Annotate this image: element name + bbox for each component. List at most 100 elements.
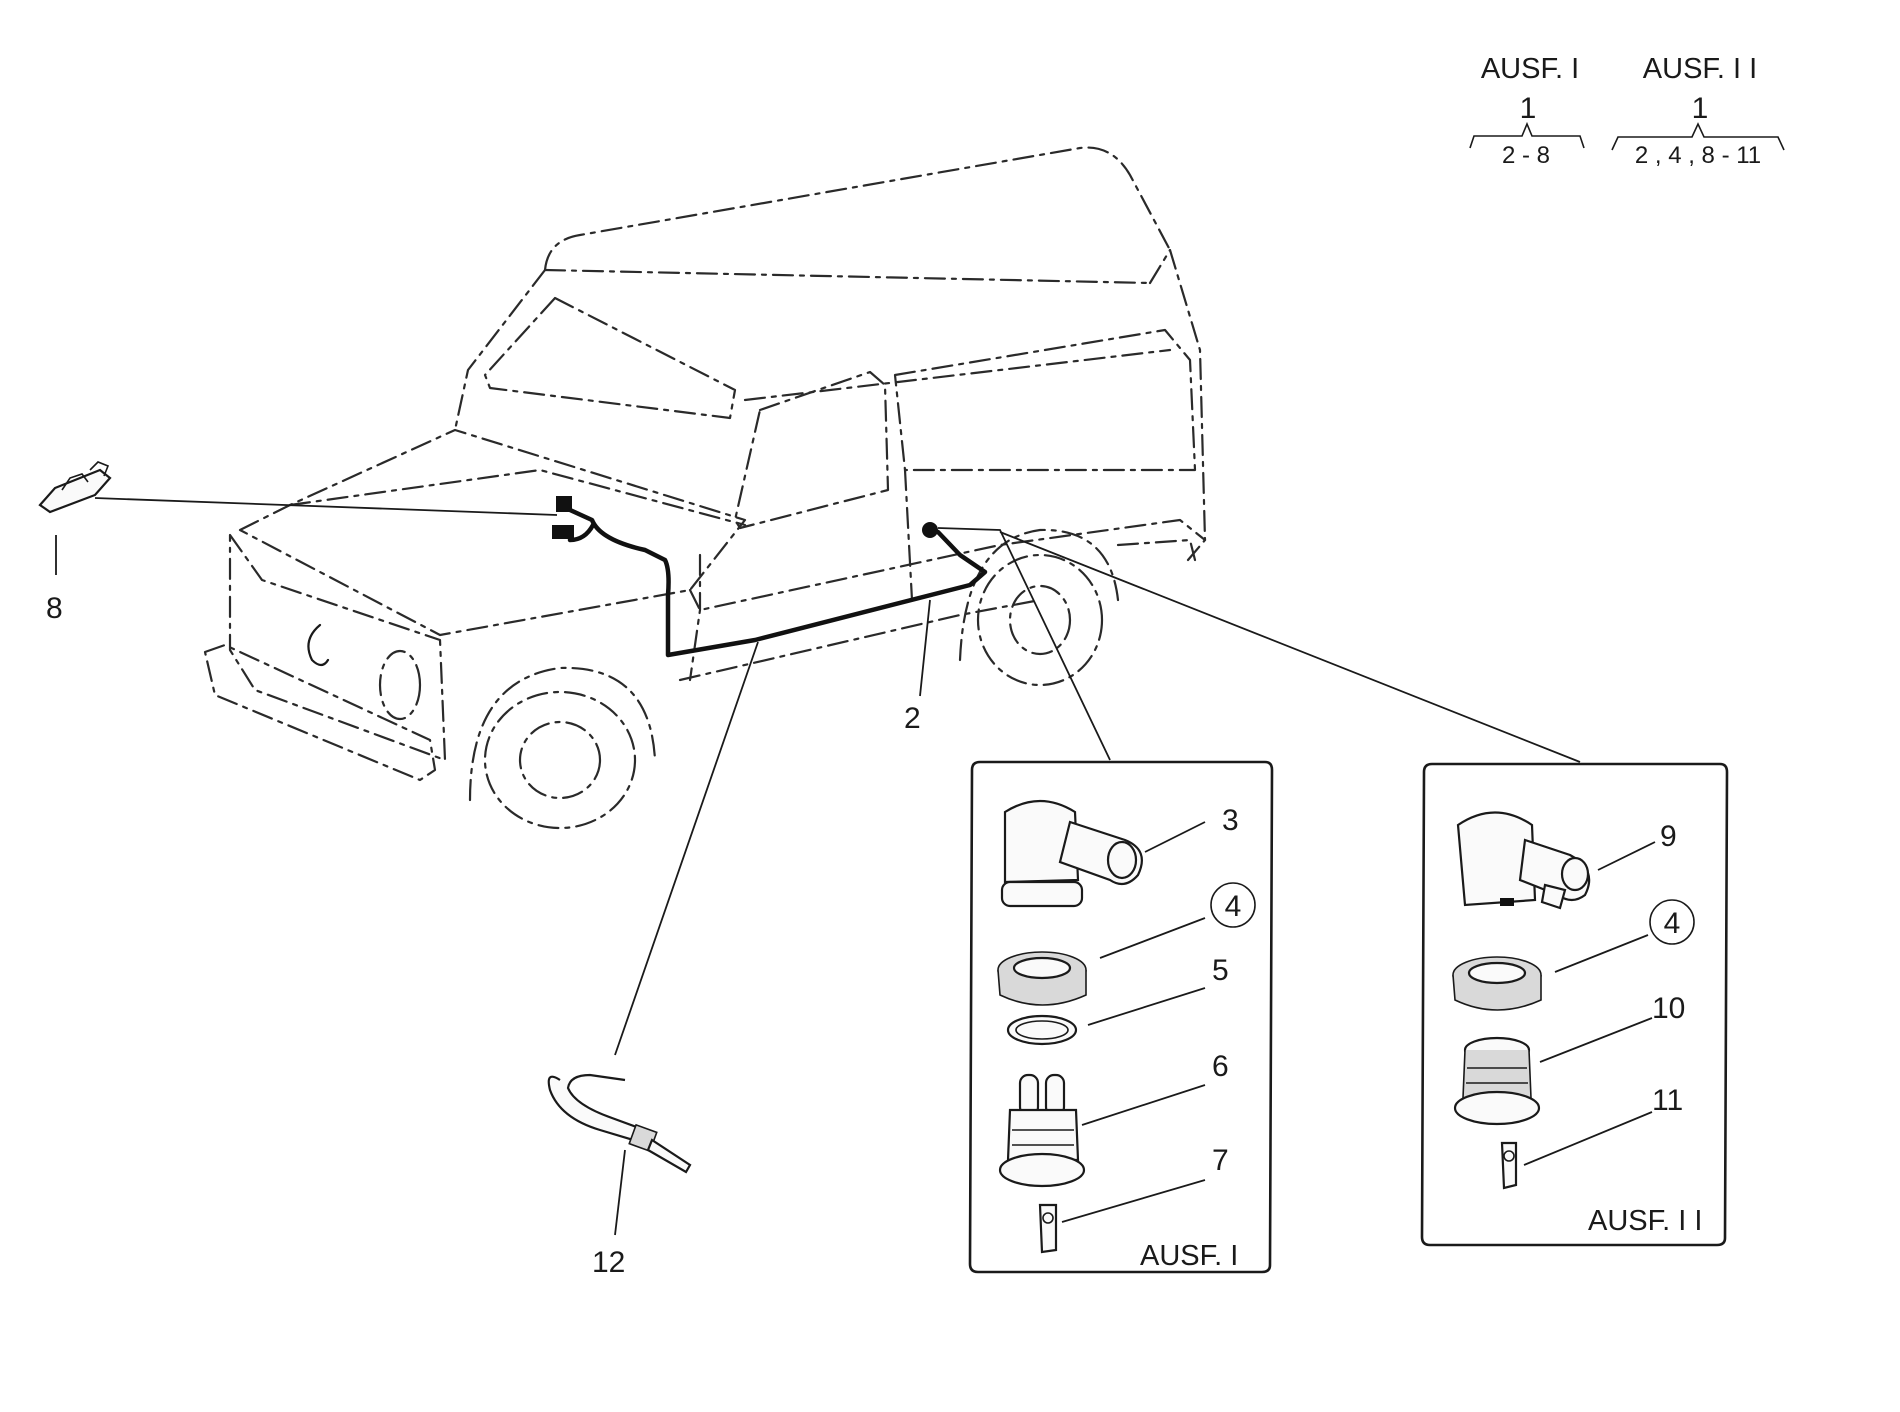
callout-6: 6 [1212, 1050, 1229, 1083]
vehicle-windshield [483, 296, 737, 420]
leader-panel-2 [999, 531, 1581, 763]
vehicle-front-hub [518, 720, 602, 800]
leader-lines [55, 497, 1581, 1236]
callout-4a: 4 [1225, 890, 1242, 923]
panel-2-label: AUSF. I I [1588, 1205, 1702, 1237]
part-11-body [1500, 1141, 1518, 1190]
part-4-hole [1012, 956, 1072, 980]
vehicle-front-wheel-arch [468, 666, 657, 802]
legend-variant-1-item: 1 [1520, 92, 1537, 125]
part-4b-side [1452, 974, 1542, 1011]
leader-8-horizontal [94, 497, 558, 516]
panel-1-frame [968, 760, 1274, 1274]
vehicle-front-wheel [483, 690, 637, 830]
vehicle-belt-line [743, 348, 1172, 402]
part-9-latch [1540, 883, 1567, 910]
callout-4b-circle [1649, 899, 1695, 945]
leader-5 [1087, 987, 1206, 1026]
part-4-grommet [997, 951, 1087, 1006]
vehicle-outline [203, 146, 1207, 830]
leader-7 [1061, 1179, 1206, 1223]
part-9-opening [1560, 856, 1590, 892]
part-6-socket [998, 1073, 1086, 1188]
vehicle-hood-crease [288, 468, 747, 527]
cable-tie-tail [646, 1138, 692, 1174]
callout-4a-circle [1210, 882, 1256, 928]
vehicle-rear-bumper [1116, 538, 1197, 562]
part-3-opening [1106, 840, 1138, 880]
vehicle-rear-window [893, 328, 1197, 472]
part-9-connector-cap [1456, 811, 1591, 910]
leader-panel-1 [937, 527, 1111, 761]
harness-branch [567, 522, 596, 543]
callout-3: 3 [1222, 804, 1239, 837]
cable-tie-part-12 [547, 1073, 692, 1174]
callout-7: 7 [1212, 1144, 1229, 1177]
vehicle-windshield-frame [453, 268, 547, 432]
vehicle-front-face [228, 533, 447, 762]
part-7-contact [1038, 1203, 1058, 1254]
callout-2: 2 [904, 702, 921, 735]
part-6-base [998, 1152, 1086, 1188]
legend-variant-2-range: 2 , 4 , 8 - 11 [1635, 142, 1761, 169]
leader-9 [1597, 841, 1656, 871]
part-5-inner [1015, 1020, 1069, 1040]
vehicle-badge [307, 623, 330, 667]
leader-10 [1539, 1017, 1653, 1063]
part-11-eye [1503, 1150, 1515, 1162]
part-5-ring [1006, 1014, 1078, 1046]
part-7-body [1038, 1203, 1058, 1254]
callout-8: 8 [46, 592, 63, 625]
part-3-collar [1000, 880, 1084, 908]
detail-panel-1: 3 4 5 6 7 AUSF. I [968, 760, 1274, 1274]
part-4b-grommet [1452, 956, 1542, 1011]
vehicle-rear-wheel [976, 553, 1104, 687]
leader-12 [614, 641, 759, 1056]
harness-plug-lower [552, 525, 574, 539]
vehicle-rear-corner [1148, 248, 1207, 562]
legend: AUSF. I 1 2 - 8 AUSF. I I 1 2 , 4 , 8 - … [1469, 53, 1785, 169]
callout-5: 5 [1212, 954, 1229, 987]
part-9-key [1500, 898, 1514, 906]
part-4-side [997, 969, 1087, 1006]
panel-1-label: AUSF. I [1140, 1240, 1238, 1272]
part-6-body [1006, 1108, 1080, 1162]
part-4b-hole [1467, 961, 1527, 985]
leader-11 [1523, 1111, 1653, 1166]
leader-12-vertical [614, 1149, 626, 1236]
part-6-ribs [1012, 1129, 1074, 1146]
legend-variant-2-item: 1 [1692, 92, 1709, 125]
panel-2-frame [1420, 762, 1729, 1247]
part-10-socket [1453, 1036, 1541, 1126]
callout-10: 10 [1652, 992, 1685, 1025]
vehicle-roof [543, 146, 1172, 272]
part-3-connector-cap [1000, 800, 1143, 908]
callout-12: 12 [592, 1246, 625, 1279]
leader-3 [1144, 821, 1206, 853]
legend-variant-1-range: 2 - 8 [1502, 142, 1550, 169]
vehicle-door-rear-edge [903, 468, 914, 602]
part-10-body [1462, 1049, 1532, 1099]
vehicle-roof-edge [543, 268, 1152, 285]
callout-9: 9 [1660, 820, 1677, 853]
terminal-body [38, 468, 112, 514]
leader-2 [919, 599, 931, 697]
part-10-ribs [1466, 1067, 1528, 1084]
legend-variant-1-brace [1469, 121, 1585, 149]
vehicle-rear-wheel-arch [958, 528, 1120, 662]
terminal-crimp [61, 461, 110, 491]
vehicle-side-body [688, 518, 1207, 612]
vehicle-door-window [733, 370, 890, 530]
leader-4a [1099, 917, 1206, 959]
harness-main-wire [567, 507, 988, 658]
vehicle-headlight [378, 649, 422, 721]
legend-variant-1-title: AUSF. I [1481, 53, 1579, 85]
harness-end-connector [922, 522, 938, 538]
terminal-part-8 [38, 461, 112, 514]
callout-4b: 4 [1664, 907, 1681, 940]
legend-variant-2-title: AUSF. I I [1643, 53, 1757, 85]
part-7-eye [1042, 1212, 1054, 1224]
leader-6 [1081, 1084, 1206, 1126]
part-11-contact [1500, 1141, 1518, 1190]
